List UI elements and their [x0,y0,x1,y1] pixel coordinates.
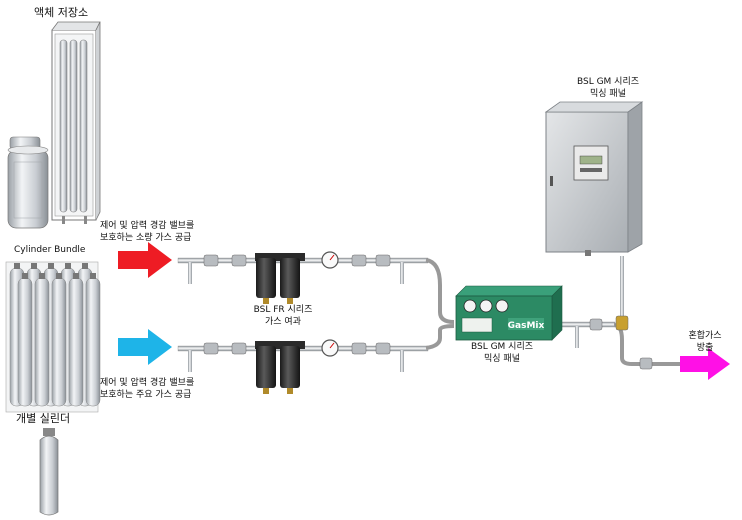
bundle-cylinder-valve [39,273,45,279]
liquid-storage-tank-icon [51,21,101,224]
mixing-panel-mid-label: BSL GM 시리즈 믹싱 패널 [462,341,542,365]
minor-gas-label-line-2: 보호하는 소량 가스 공급 [100,233,192,243]
main-gas-label-line-2: 보호하는 주요 가스 공급 [100,390,192,400]
minor-gas-label: 제어 및 압력 경감 밸브를 보호하는 소량 가스 공급 [100,220,194,244]
output-label-line-2: 방출 [696,343,714,353]
main-gas-label: 제어 및 압력 경감 밸브를 보호하는 주요 가스 공급 [100,377,194,401]
main-gas-label-line-1: 제어 및 압력 경감 밸브를 [100,378,195,388]
bundle-cylinder-valve [65,263,71,269]
bundle-cylinder-valve [14,263,20,269]
mixing-panel-top-label-line-2: 믹싱 패널 [590,89,626,99]
mixing-panel-mid-label-line-2: 믹싱 패널 [484,354,520,364]
bundle-cylinder-valve [56,273,62,279]
bundle-cylinder-valve [22,273,28,279]
individual-cylinder-label: 개별 실린더 [16,412,71,425]
bundle-cylinder-valve [31,263,37,269]
svg-text:GasMix: GasMix [508,321,545,331]
bundle-cylinder [68,277,84,407]
mixing-panel-cabinet-icon [544,101,644,256]
gasmix-mixer-unit-icon: GasMix [455,285,563,341]
cylinder-bundle-icon [5,261,101,413]
filter-label-line-2: 가스 여과 [265,317,301,327]
output-arrow [680,348,730,380]
liquid-storage-label: 액체 저장소 [34,6,89,19]
main-gas-arrow [118,329,172,365]
dewar-vessel-icon [7,136,49,229]
mixing-panel-mid-label-line-1: BSL GM 시리즈 [470,342,534,352]
bundle-cylinder-valve [82,263,88,269]
gas-cylinder-icon [39,428,59,516]
mixing-panel-top-label-line-1: BSL GM 시리즈 [576,77,640,87]
filter-label-line-1: BSL FR 시리즈 [253,305,313,315]
minor-gas-arrow [118,242,172,278]
bundle-cylinder [17,277,33,407]
bundle-cylinder [51,277,67,407]
bundle-cylinder [85,277,101,407]
bundle-cylinder-valve [73,273,79,279]
bundle-cylinder-valve [90,273,96,279]
filter-label: BSL FR 시리즈 가스 여과 [243,304,323,328]
gas-filter-icon [255,253,305,394]
bundle-cylinder [34,277,50,407]
mixing-panel-top-label: BSL GM 시리즈 믹싱 패널 [568,76,648,100]
bundle-cylinder-valve [48,263,54,269]
output-label: 혼합가스 방출 [680,330,730,354]
output-label-line-1: 혼합가스 [688,331,722,341]
minor-gas-label-line-1: 제어 및 압력 경감 밸브를 [100,221,195,231]
cylinder-bundle-label: Cylinder Bundle [14,245,86,255]
